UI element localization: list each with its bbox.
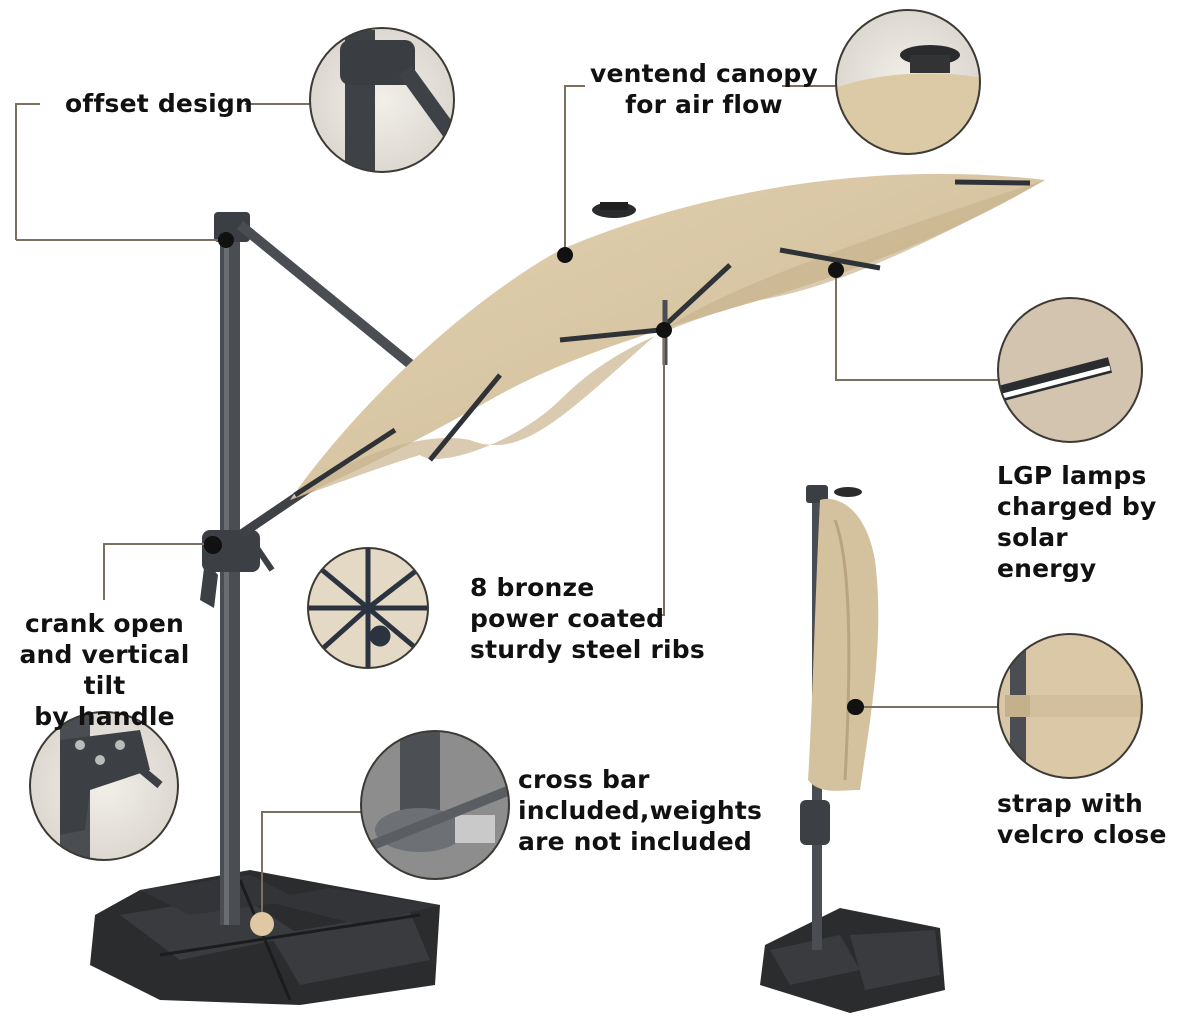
base-marker-dot bbox=[250, 912, 274, 936]
callout-offset-design: offset design bbox=[65, 88, 253, 119]
callout-line: ventend canopy bbox=[590, 59, 819, 88]
callout-dots bbox=[204, 232, 864, 715]
callout-line: cross bar bbox=[518, 765, 650, 794]
callout-strap: strap with velcro close bbox=[997, 788, 1167, 850]
inset-ribs bbox=[307, 547, 429, 669]
inset-crank-handle bbox=[29, 711, 179, 861]
callout-line: power coated bbox=[470, 604, 665, 633]
inset-cross-bar bbox=[360, 730, 510, 880]
callout-line: charged by solar bbox=[997, 492, 1157, 552]
callout-line: for air flow bbox=[625, 90, 783, 119]
folded-umbrella bbox=[760, 485, 945, 1013]
base-weights bbox=[90, 870, 440, 1005]
callout-lgp-lamps: LGP lamps charged by solar energy bbox=[997, 460, 1200, 584]
callout-line: energy bbox=[997, 554, 1097, 583]
callout-line: and vertical tilt bbox=[19, 640, 190, 700]
callout-line: strap with bbox=[997, 789, 1144, 818]
callout-line: LGP lamps bbox=[997, 461, 1147, 490]
callout-line: sturdy steel ribs bbox=[470, 635, 705, 664]
inset-strap bbox=[997, 633, 1143, 779]
callout-ribs: 8 bronze power coated sturdy steel ribs bbox=[470, 572, 705, 665]
callout-line: are not included bbox=[518, 827, 752, 856]
main-umbrella bbox=[90, 173, 1045, 1005]
callout-line: 8 bronze bbox=[470, 573, 595, 602]
callout-line: offset design bbox=[65, 89, 254, 118]
callout-line: by handle bbox=[34, 702, 175, 731]
callout-cross-bar: cross bar included,weights are not inclu… bbox=[518, 764, 762, 857]
callout-crank-tilt: crank open and vertical tilt by handle bbox=[2, 608, 207, 732]
inset-vented-canopy bbox=[835, 9, 981, 155]
callout-line: included,weights bbox=[518, 796, 763, 825]
inset-offset-design bbox=[309, 27, 455, 173]
inset-lgp-lamps bbox=[997, 297, 1143, 443]
leader-lines bbox=[15, 85, 1000, 912]
callout-vented-canopy: ventend canopy for air flow bbox=[590, 58, 818, 120]
callout-line: crank open bbox=[25, 609, 184, 638]
callout-line: velcro close bbox=[997, 820, 1167, 849]
